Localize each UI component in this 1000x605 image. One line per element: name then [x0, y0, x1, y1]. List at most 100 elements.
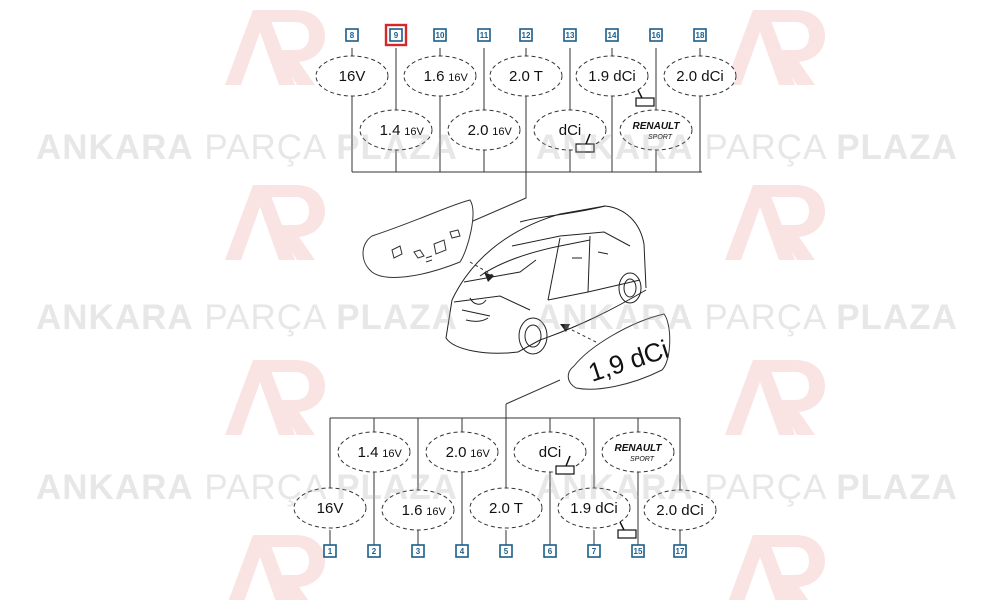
- callout-box: [323, 544, 337, 558]
- watermark-logo-icon: [225, 185, 325, 260]
- callout-3[interactable]: 3: [411, 544, 425, 558]
- badge-outline: [337, 431, 411, 473]
- watermark-logo-icon: [225, 360, 325, 435]
- callout-number: 6: [548, 547, 553, 556]
- badge-label: 2.0 T: [469, 487, 543, 529]
- callout-number: 17: [676, 547, 685, 556]
- callout-number: 8: [350, 31, 355, 40]
- callout-18[interactable]: 18: [693, 28, 707, 42]
- callout-box: [499, 544, 513, 558]
- callout-15[interactable]: 15: [631, 544, 645, 558]
- callout-9[interactable]: 9: [384, 23, 408, 47]
- badge-text: 16V: [317, 500, 344, 517]
- callout-number: 10: [436, 31, 445, 40]
- badge-subtext: SPORT: [648, 134, 673, 141]
- badge-text: dCi: [559, 122, 582, 139]
- badge-position-marker: [575, 143, 595, 153]
- callout-box: [605, 28, 619, 42]
- leader-lines: [329, 48, 702, 545]
- badge-subtext: 16V: [426, 506, 446, 518]
- callout-box: [411, 544, 425, 558]
- badge-outline: [469, 487, 543, 529]
- badge-outline: [359, 109, 433, 151]
- badge-outline: [643, 489, 717, 531]
- callout-box: [543, 544, 557, 558]
- callout-box: [477, 28, 491, 42]
- badge-outline: [293, 487, 367, 529]
- callout-number: 7: [592, 547, 597, 556]
- badge-text: 1.9 dCi: [588, 68, 636, 85]
- badge-outline: [663, 55, 737, 97]
- callout-6[interactable]: 6: [543, 544, 557, 558]
- callout-box: [389, 28, 403, 42]
- badge-text: 2.0 T: [489, 500, 523, 517]
- callout-14[interactable]: 14: [605, 28, 619, 42]
- callout-5[interactable]: 5: [499, 544, 513, 558]
- badge-outline: [575, 55, 649, 97]
- callout-12[interactable]: 12: [519, 28, 533, 42]
- callout-box: [519, 28, 533, 42]
- watermark-logo-icon: [725, 185, 825, 260]
- badge-outline: [425, 431, 499, 473]
- badge-text: 2.0 dCi: [656, 502, 704, 519]
- callout-number: 2: [372, 547, 377, 556]
- badge-label: dCi: [513, 431, 587, 475]
- badge-subtext: 16V: [404, 126, 424, 138]
- badge-subtext: SPORT: [630, 456, 655, 463]
- callout-1[interactable]: 1: [323, 544, 337, 558]
- callout-box: [345, 28, 359, 42]
- watermark-logo-icon: [725, 10, 825, 85]
- badge-label: 2.0 dCi: [643, 489, 717, 531]
- callout-number: 9: [394, 31, 399, 40]
- badge-text: 1.6: [424, 68, 445, 85]
- badge-subtext: 16V: [470, 448, 490, 460]
- callout-box: [673, 544, 687, 558]
- badge-label: RENAULT SPORT: [619, 109, 693, 151]
- badge-outline: [601, 431, 675, 473]
- callout-17[interactable]: 17: [673, 544, 687, 558]
- callout-box: [649, 28, 663, 42]
- badge-outline: [619, 109, 693, 151]
- callout-box: [631, 544, 645, 558]
- badge-text: 1.9 dCi: [570, 500, 618, 517]
- callout-box: [563, 28, 577, 42]
- callout-box: [455, 544, 469, 558]
- callout-16[interactable]: 16: [649, 28, 663, 42]
- callout-box: [433, 28, 447, 42]
- callout-2[interactable]: 2: [367, 544, 381, 558]
- badge-label: 2.0 T: [489, 55, 563, 97]
- callout-10[interactable]: 10: [433, 28, 447, 42]
- callout-number: 5: [504, 547, 509, 556]
- callout-number: 3: [416, 547, 421, 556]
- badge-outline: [489, 55, 563, 97]
- badge-text: dCi: [539, 444, 562, 461]
- badge-outline: [403, 55, 477, 97]
- top-callout-row: 8 9 10 11 12 13 14 16 18: [345, 23, 707, 47]
- callout-box: [367, 544, 381, 558]
- badge-subtext: 16V: [492, 126, 512, 138]
- callout-11[interactable]: 11: [477, 28, 491, 42]
- callout-8[interactable]: 8: [345, 28, 359, 42]
- callout-7[interactable]: 7: [587, 544, 601, 558]
- callout-13[interactable]: 13: [563, 28, 577, 42]
- badge-label: 1.9 dCi: [575, 55, 655, 107]
- badge-outline: [447, 109, 521, 151]
- badge-subtext: 16V: [448, 72, 468, 84]
- badge-outline: [557, 487, 631, 529]
- watermark-logo-icon: [725, 360, 825, 435]
- callout-number: 13: [566, 31, 575, 40]
- callout-number: 1: [328, 547, 333, 556]
- badge-text: 16V: [339, 68, 366, 85]
- badge-text: RENAULT: [632, 121, 680, 132]
- callout-4[interactable]: 4: [455, 544, 469, 558]
- badge-position-marker: [555, 465, 575, 475]
